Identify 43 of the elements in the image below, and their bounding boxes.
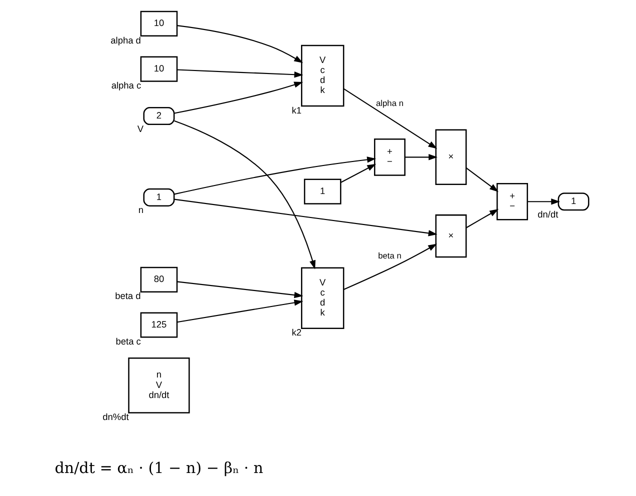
edge-label: alpha n [376,98,404,108]
arrow [174,82,304,114]
node-label: k2 [292,328,302,338]
arrow [177,69,304,78]
node-box: + − [496,182,528,220]
label: dn/dt = αₙ · (1 − n) − βₙ · n [54,459,264,478]
node-label: alpha d [110,35,141,46]
node-box: 80 [140,266,178,292]
arrow [174,156,376,195]
arrow [177,281,304,298]
arrow [174,198,438,236]
node-label: V [137,124,144,134]
node-box: 10 [140,10,178,37]
arrow [466,209,499,228]
node-box: × [435,214,467,258]
arrow [466,167,498,192]
node-box: n V dn/dt [128,358,190,414]
node-label: dn%dt [102,412,129,422]
arrow [177,300,304,323]
node-box: V c d k [301,44,344,107]
node-label: beta d [115,291,141,302]
node-box: × [435,129,467,186]
arrow [177,25,304,64]
node-box: 1 [304,178,342,204]
arrow [344,88,438,149]
arrow [174,120,316,270]
edge-label: beta n [378,250,402,261]
node-box: 1 [143,188,175,206]
node-box: 125 [140,312,178,338]
node-label: alpha c [111,80,142,91]
arrow [405,154,438,160]
node-box: 1 [558,192,590,211]
arrow [528,198,560,205]
node-label: dn/dt [538,209,558,220]
node-box: 2 [143,107,175,126]
arrow [340,164,376,183]
node-label: k1 [292,105,302,116]
arrow [344,244,438,290]
node-label: beta c [116,336,141,347]
node-label: n [138,205,144,216]
node-box: 10 [140,56,178,82]
node-box: V c d k [301,267,344,329]
node-box: + − [374,138,406,176]
